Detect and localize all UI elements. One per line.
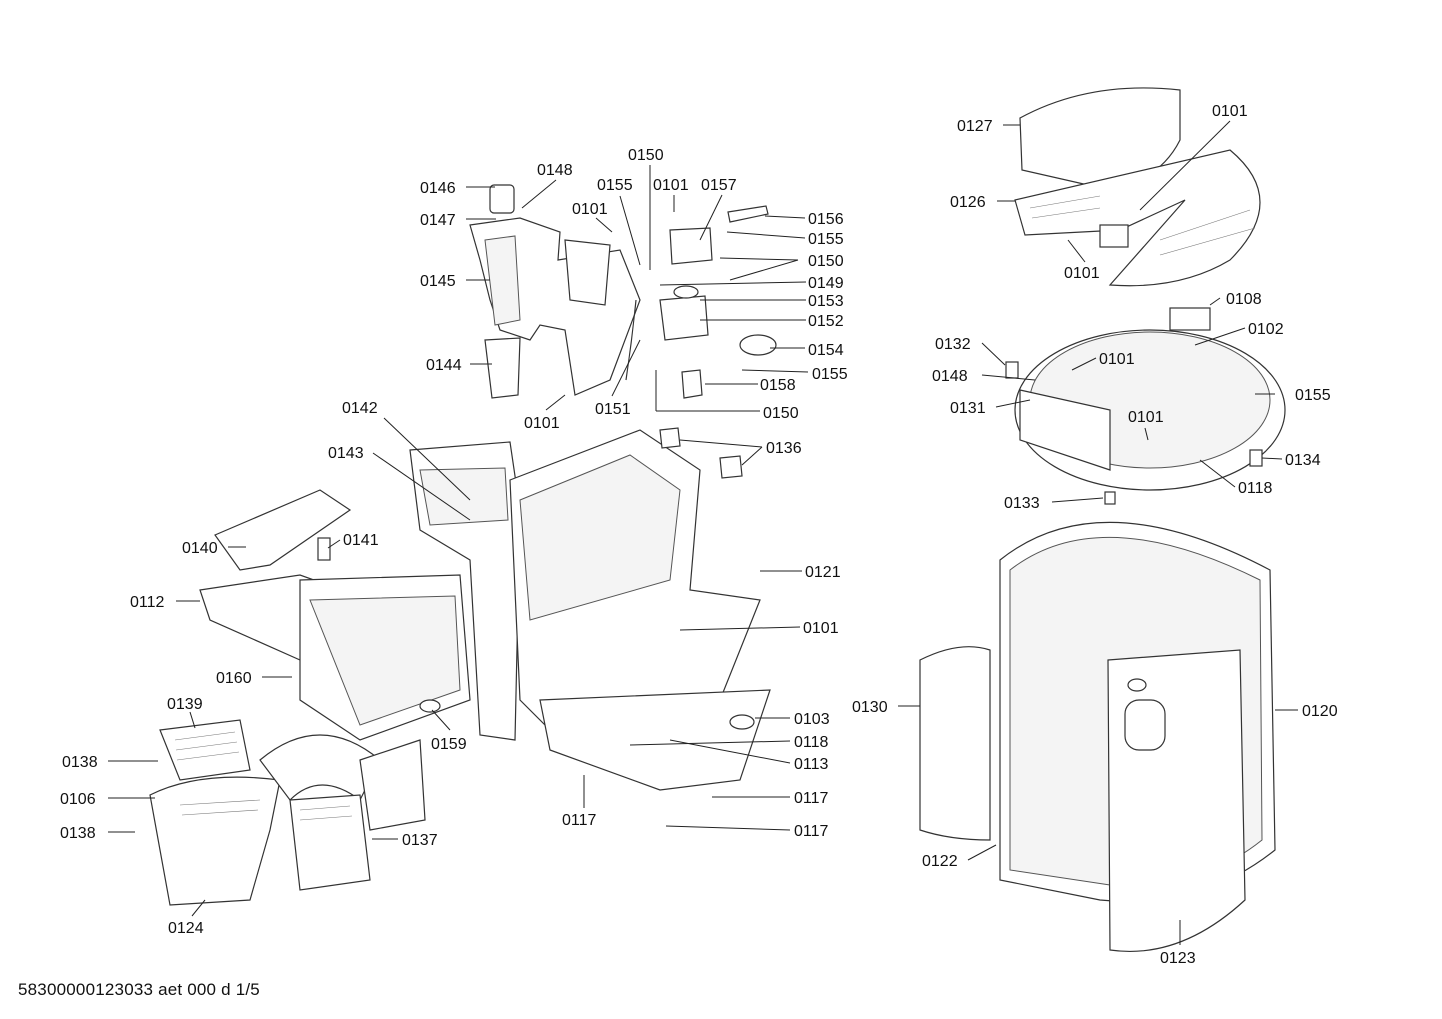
callout-0150: 0150 — [763, 405, 799, 422]
callout-0139: 0139 — [167, 696, 203, 713]
callout-0101: 0101 — [1128, 409, 1164, 426]
callout-0131: 0131 — [950, 400, 986, 417]
callout-0101: 0101 — [1099, 351, 1135, 368]
callout-0103: 0103 — [794, 711, 830, 728]
main-housing — [409, 427, 771, 791]
callout-0144: 0144 — [426, 357, 462, 374]
callout-0151: 0151 — [595, 401, 631, 418]
callout-0138: 0138 — [62, 754, 98, 771]
callout-0108: 0108 — [1226, 291, 1262, 308]
callout-0101: 0101 — [1212, 103, 1248, 120]
callout-0118: 0118 — [794, 734, 829, 751]
callout-0149: 0149 — [808, 275, 844, 292]
callout-0112: 0112 — [130, 594, 165, 611]
callout-0126: 0126 — [950, 194, 986, 211]
callout-0146: 0146 — [420, 180, 456, 197]
callout-0123: 0123 — [1160, 950, 1196, 967]
callout-0132: 0132 — [935, 336, 971, 353]
outer-casing — [919, 521, 1276, 953]
callout-0101: 0101 — [1064, 265, 1100, 282]
callout-0102: 0102 — [1248, 321, 1284, 338]
callout-0134: 0134 — [1285, 452, 1321, 469]
top-cover-assembly — [1014, 87, 1261, 287]
callout-0120: 0120 — [1302, 703, 1338, 720]
callout-0141: 0141 — [343, 532, 379, 549]
callout-0150: 0150 — [808, 253, 844, 270]
callout-0152: 0152 — [808, 313, 844, 330]
leader-lines — [108, 120, 1298, 945]
callout-0113: 0113 — [794, 756, 829, 773]
callout-0117: 0117 — [794, 823, 829, 840]
callout-labels: 0146 0148 0150 0155 0101 0157 0101 0147 … — [60, 103, 1338, 967]
pump-assembly — [469, 184, 777, 399]
callout-0121: 0121 — [805, 564, 841, 581]
callout-0133: 0133 — [1004, 495, 1040, 512]
callout-0148: 0148 — [932, 368, 968, 385]
callout-0122: 0122 — [922, 853, 958, 870]
callout-0143: 0143 — [328, 445, 364, 462]
callout-0117: 0117 — [562, 812, 597, 829]
callout-0155: 0155 — [808, 231, 844, 248]
drip-tray-assembly — [149, 489, 471, 906]
callout-0150: 0150 — [628, 147, 664, 164]
callout-0155: 0155 — [1295, 387, 1331, 404]
callout-0137: 0137 — [402, 832, 438, 849]
control-board-assembly — [1005, 307, 1286, 505]
callout-0117: 0117 — [794, 790, 829, 807]
callout-0106: 0106 — [60, 791, 96, 808]
callout-0160: 0160 — [216, 670, 252, 687]
callout-0101: 0101 — [653, 177, 689, 194]
callout-0130: 0130 — [852, 699, 888, 716]
callout-0142: 0142 — [342, 400, 378, 417]
callout-0136: 0136 — [766, 440, 802, 457]
callout-0154: 0154 — [808, 342, 844, 359]
callout-0156: 0156 — [808, 211, 844, 228]
callout-0101: 0101 — [572, 201, 608, 218]
callout-0124: 0124 — [168, 920, 204, 937]
callout-0140: 0140 — [182, 540, 218, 557]
callout-0101: 0101 — [803, 620, 839, 637]
callout-0145: 0145 — [420, 273, 456, 290]
callout-0147: 0147 — [420, 212, 456, 229]
callout-0158: 0158 — [760, 377, 796, 394]
callout-0138: 0138 — [60, 825, 96, 842]
callout-0101: 0101 — [524, 415, 560, 432]
callout-0155: 0155 — [597, 177, 633, 194]
document-code: 58300000123033 aet 000 d 1/5 — [18, 980, 260, 999]
callout-0159: 0159 — [431, 736, 467, 753]
callout-0157: 0157 — [701, 177, 737, 194]
callout-0148: 0148 — [537, 162, 573, 179]
callout-0118: 0118 — [1238, 480, 1273, 497]
callout-0155: 0155 — [812, 366, 848, 383]
callout-0127: 0127 — [957, 118, 993, 135]
callout-0153: 0153 — [808, 293, 844, 310]
